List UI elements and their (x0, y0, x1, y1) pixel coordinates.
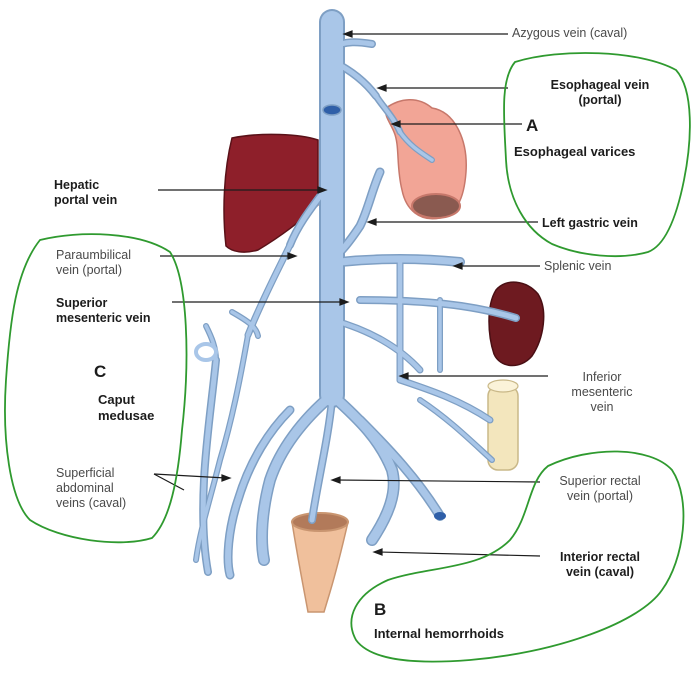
label-sup-rectal-line2: vein (portal) (567, 489, 633, 503)
label-left-gastric-vein: Left gastric vein (542, 216, 638, 230)
label-superficial-line2: abdominal (56, 481, 114, 495)
annotation-letter-c: C (94, 362, 107, 381)
label-inf-rectal-line1: Interior rectal (560, 550, 640, 564)
rectum (291, 521, 349, 613)
label-inf-mes-line2: mesenteric (571, 385, 633, 399)
spleen (488, 281, 545, 367)
label-inferior-mesenteric-vein: Inferior mesenteric vein (552, 370, 652, 415)
label-inf-mes-line1: Inferior (582, 370, 622, 384)
annotation-caption-b: Internal hemorrhoids (374, 626, 505, 641)
vein-network (193, 9, 520, 580)
label-paraumbilical-line2: vein (portal) (56, 263, 122, 277)
annotation-loop-a (503, 52, 691, 257)
label-superior-rectal-vein: Superior rectal vein (portal) (540, 474, 660, 504)
annotation-caption-a: Esophageal varices (514, 144, 636, 159)
annotation-loops (4, 52, 691, 663)
label-azygous-vein: Azygous vein (caval) (512, 26, 628, 40)
annotation-caption-c-line1: Caput (98, 392, 135, 407)
annotation-letter-a: A (526, 116, 539, 135)
label-inf-rectal-line2: vein (caval) (565, 565, 635, 579)
label-superior-mesenteric-vein: Superior mesenteric vein (56, 296, 151, 326)
annotation-loop-c (4, 233, 188, 544)
label-hepatic-portal-vein: Hepatic portal vein (54, 178, 117, 208)
label-sup-rectal-line1: Superior rectal (559, 474, 641, 488)
annotation-caption-c-line2: medusae (98, 408, 155, 423)
annotation-letter-b: B (374, 600, 387, 619)
umbilical-ring (194, 342, 218, 362)
label-superficial-abdominal-veins: Superficial abdominal veins (caval) (56, 466, 126, 511)
label-esophageal-line1: Esophageal vein (550, 78, 650, 92)
annotation-loop-b (350, 450, 685, 663)
label-sup-mes-line2: mesenteric vein (56, 311, 151, 325)
vena-cava-opening (322, 104, 342, 116)
label-paraumbilical-vein: Paraumbilical vein (portal) (56, 248, 131, 278)
label-superficial-line3: veins (caval) (56, 496, 127, 510)
label-inf-mes-line3: vein (590, 400, 614, 414)
leader-lines (153, 30, 548, 557)
annotation-caption-c: Caput medusae (98, 392, 154, 424)
label-hepatic-line1: Hepatic (54, 178, 100, 192)
label-hepatic-line2: portal vein (54, 193, 118, 207)
label-esophageal-vein: Esophageal vein (portal) (540, 78, 660, 108)
label-paraumbilical-line1: Paraumbilical (56, 248, 132, 262)
liver (223, 133, 319, 253)
label-sup-mes-line1: Superior (56, 296, 108, 310)
label-esophageal-line2: (portal) (578, 93, 622, 107)
label-inferior-rectal-vein: Interior rectal vein (caval) (540, 550, 660, 580)
label-splenic-vein: Splenic vein (544, 259, 612, 273)
esophageal-opening (411, 193, 461, 219)
label-superficial-line1: Superficial (56, 466, 115, 480)
